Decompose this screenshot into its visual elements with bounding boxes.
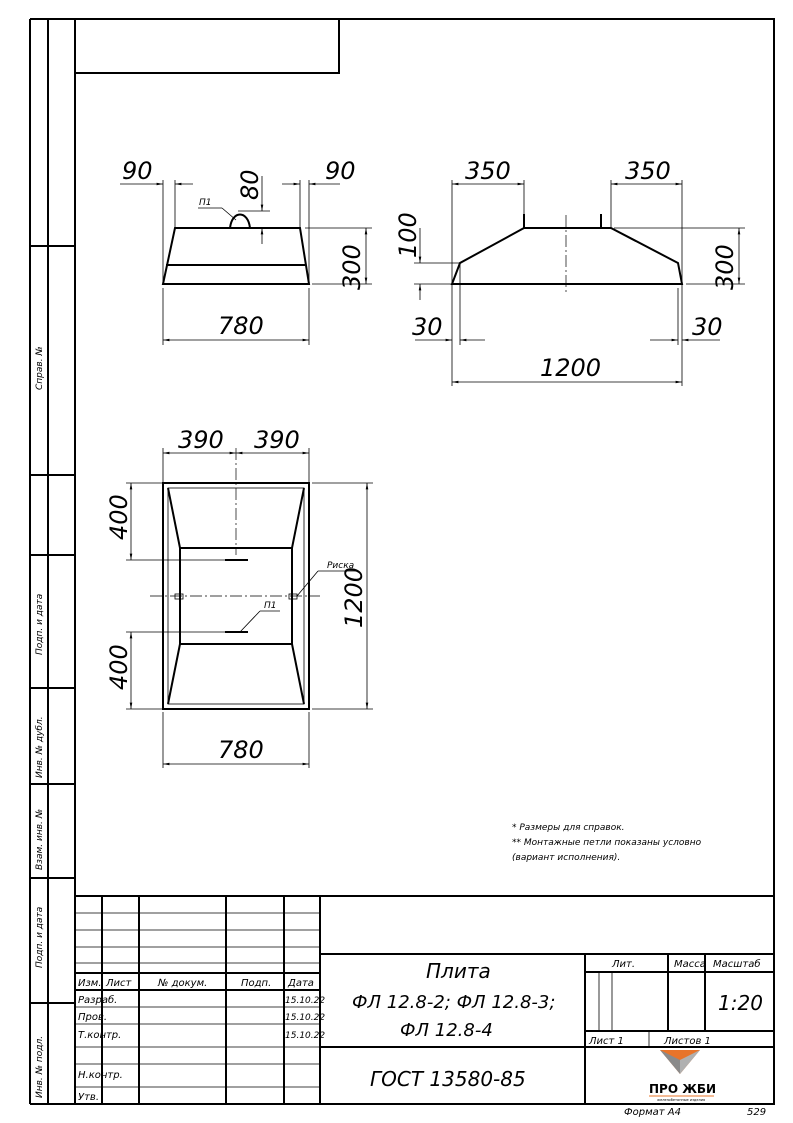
date-tkontr: 15.10.22	[285, 1031, 325, 1041]
plan-mark-label: Риска	[327, 561, 354, 571]
front-dim-right-90: 90	[325, 157, 356, 185]
date-prov: 15.10.22	[285, 1013, 325, 1023]
role-utv: Утв.	[78, 1092, 99, 1103]
front-dim-loop-80: 80	[236, 169, 264, 200]
title-block: Изм. Лист № докум. Подп. Дата Разраб. Пр…	[75, 895, 774, 1104]
podp-data-label-2: Подп. и дата	[35, 907, 45, 968]
standard-code: ГОСТ 13580-85	[370, 1067, 526, 1091]
plan-dim-right-390: 390	[254, 426, 300, 454]
plan-dim-width-780: 780	[218, 736, 264, 764]
lifting-loop	[229, 213, 251, 229]
side-view: 350 350 100 300 30 30 1200	[394, 157, 745, 386]
front-loop-label: П1	[199, 198, 212, 208]
hdr-doc-no: № докум.	[157, 978, 207, 989]
product-line-1: Плита	[426, 959, 491, 983]
notes: * Размеры для справок. ** Монтажные петл…	[512, 823, 702, 863]
mass-label: Масса	[674, 959, 706, 970]
inv-podl-label: Инв. № подл.	[35, 1036, 45, 1098]
role-razrab: Разраб.	[78, 994, 117, 1006]
scale-value: 1:20	[718, 991, 763, 1015]
format-label: Формат А4	[624, 1107, 681, 1118]
plan-dim-left-390: 390	[178, 426, 224, 454]
scale-label: Масштаб	[713, 958, 761, 970]
sheet-label: Лист 1	[588, 1036, 624, 1047]
side-stamps: Справ. № Подп. и дата Инв. № дубл. Взам.…	[35, 346, 45, 1098]
note-line-3: (вариант исполнения).	[512, 853, 620, 863]
product-line-3: ФЛ 12.8-4	[400, 1020, 493, 1041]
role-tkontr: Т.контр.	[78, 1030, 121, 1041]
side-dim-length-1200: 1200	[540, 354, 601, 382]
front-dim-left-90: 90	[122, 157, 153, 185]
side-dim-right-350: 350	[625, 157, 671, 185]
vzam-inv-label: Взам. инв. №	[35, 809, 45, 870]
role-prov: Пров.	[78, 1012, 107, 1023]
role-nkontr: Н.контр.	[78, 1070, 123, 1081]
front-view: 90 90 80 300 780 П1	[120, 157, 372, 345]
sheet-frame	[29, 18, 775, 1105]
side-dim-height-300: 300	[711, 244, 739, 290]
product-line-2: ФЛ 12.8-2; ФЛ 12.8-3;	[352, 992, 555, 1013]
plan-view: 390 390 400 400 1200 780 Риска П1	[105, 426, 373, 768]
front-dim-height-300: 300	[338, 244, 366, 290]
sprav-label: Справ. №	[35, 346, 45, 390]
front-dim-width-780: 780	[218, 312, 264, 340]
side-view-outline	[450, 227, 684, 285]
plan-mark-right	[288, 593, 298, 600]
hdr-podp: Подп.	[241, 978, 271, 989]
plan-mark-left	[174, 593, 184, 600]
page-number: 529	[747, 1107, 766, 1118]
note-line-2: ** Монтажные петли показаны условно	[512, 838, 702, 848]
plan-dim-top-400: 400	[105, 494, 133, 540]
plan-dim-bottom-400: 400	[105, 644, 133, 690]
lit-label: Лит.	[611, 959, 635, 970]
side-dim-left-30: 30	[412, 313, 443, 341]
inv-dubl-label: Инв. № дубл.	[35, 716, 45, 778]
company-logo: ПРО ЖБИ железобетонные изделия	[649, 1050, 716, 1102]
front-view-outline	[161, 227, 311, 285]
hdr-data: Дата	[287, 978, 314, 989]
top-left-stamp-box	[74, 18, 340, 74]
plan-loop-label: П1	[264, 601, 277, 611]
sheets-label: Листов 1	[663, 1036, 711, 1047]
logo-subtext: железобетонные изделия	[657, 1098, 705, 1102]
podp-data-label-1: Подп. и дата	[35, 594, 45, 655]
side-dim-step-100: 100	[394, 212, 422, 258]
date-razrab: 15.10.22	[285, 996, 325, 1006]
side-dim-right-30: 30	[692, 313, 723, 341]
logo-text: ПРО ЖБИ	[649, 1082, 716, 1096]
plan-dim-length-1200: 1200	[340, 567, 368, 628]
hdr-izm: Изм.	[78, 978, 102, 989]
note-line-1: * Размеры для справок.	[512, 823, 625, 833]
hdr-list: Лист	[105, 978, 133, 989]
side-dim-left-350: 350	[465, 157, 511, 185]
